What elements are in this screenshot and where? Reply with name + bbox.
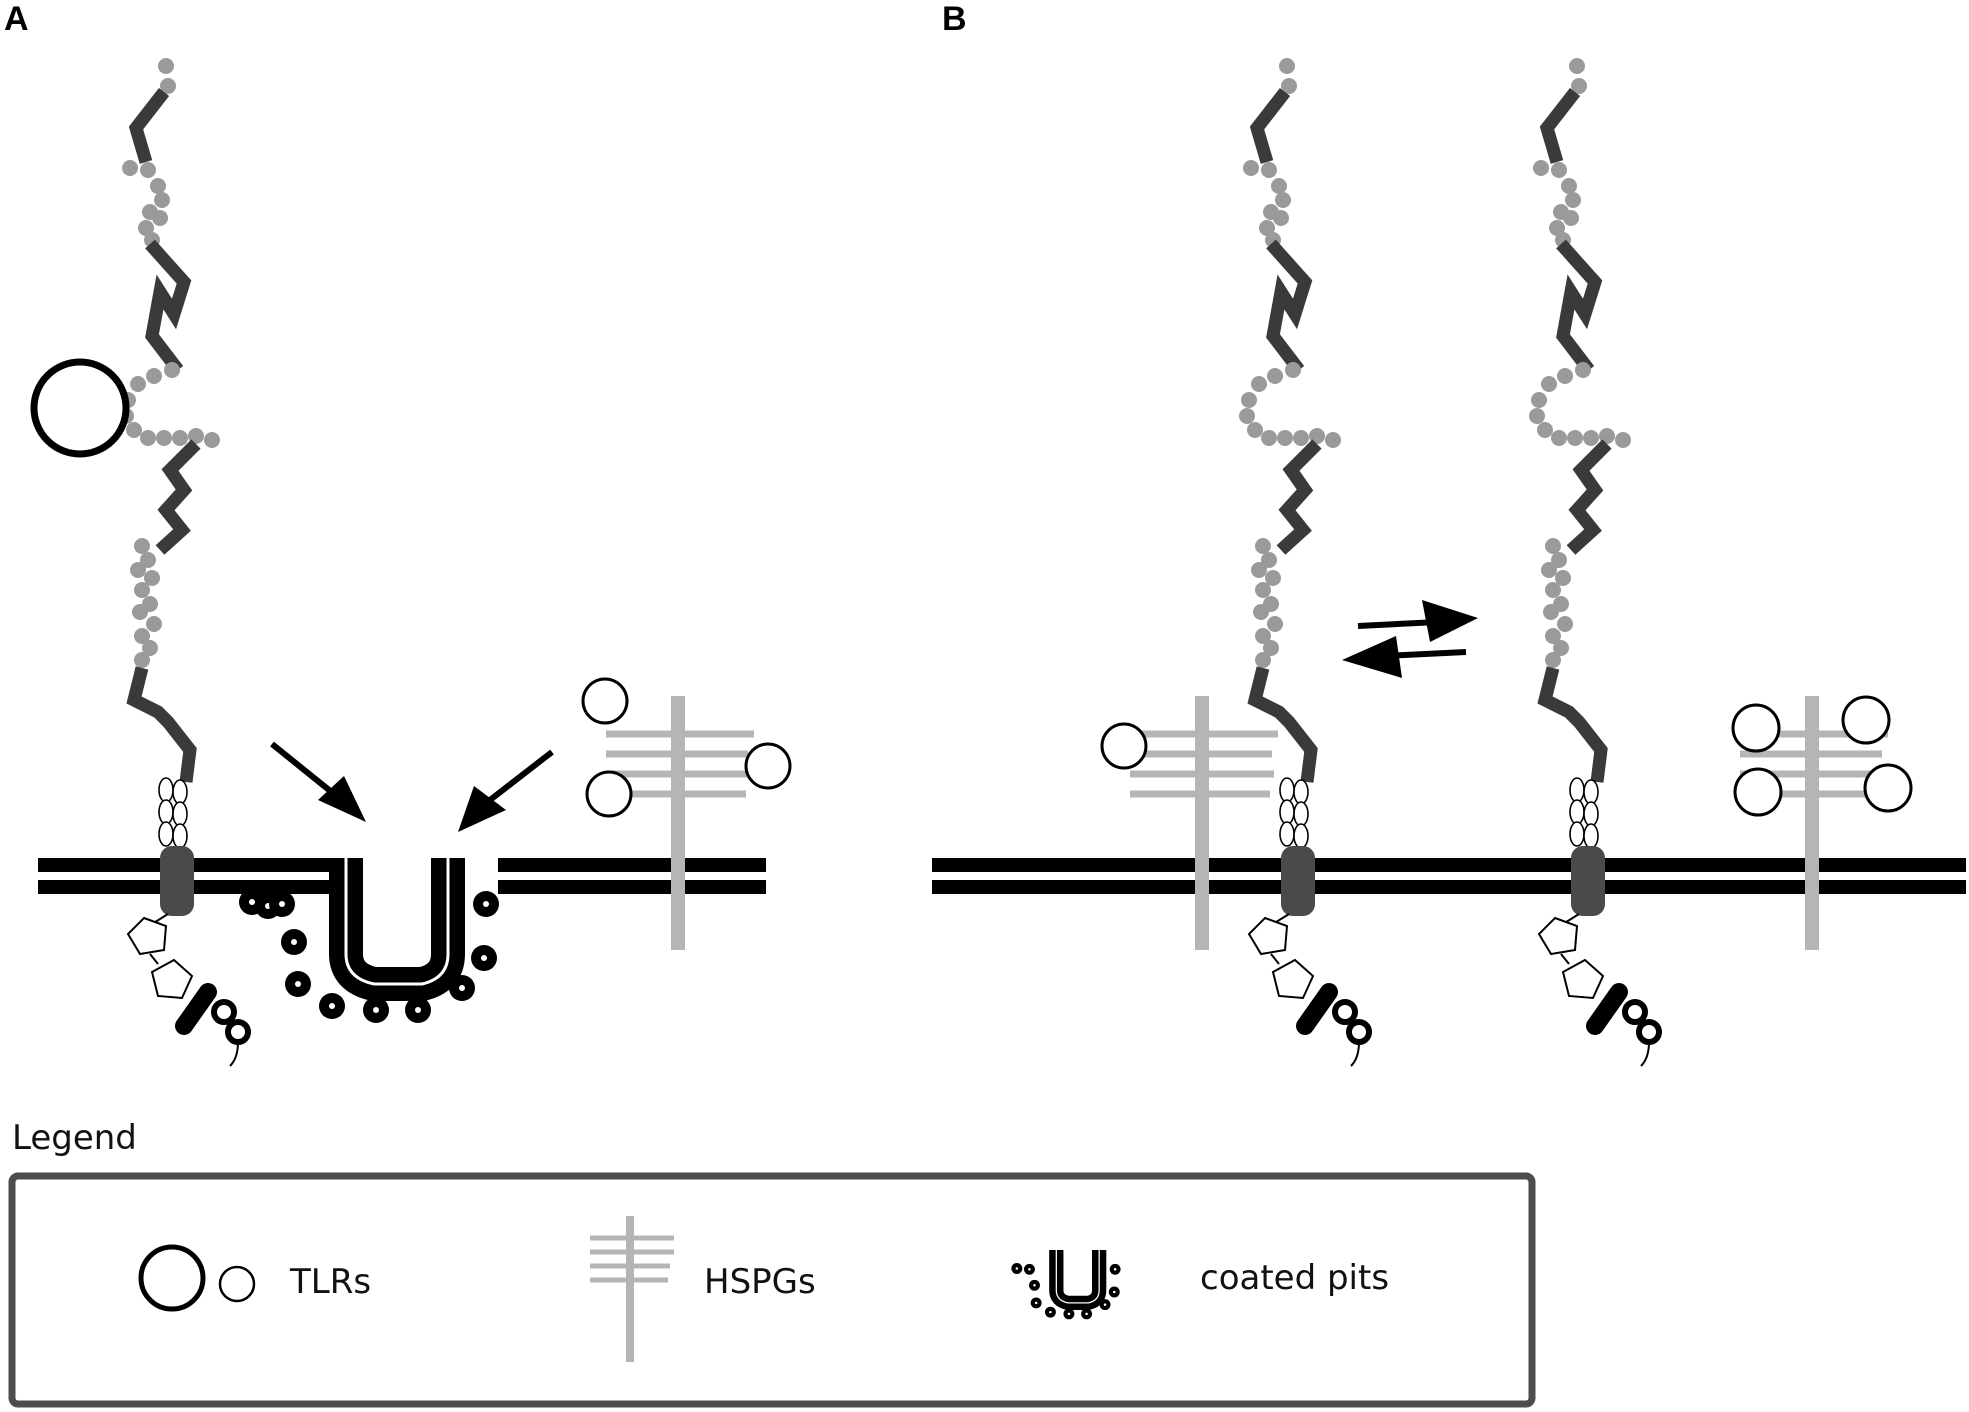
panel-a xyxy=(30,58,792,1066)
legend xyxy=(8,1172,1536,1408)
receptor-chain-b2 xyxy=(1529,58,1659,1066)
tlr-small-circle xyxy=(1733,767,1783,817)
tlr-small-circle xyxy=(744,742,792,790)
panel-b xyxy=(932,58,1966,1066)
receptor-chain-a xyxy=(118,58,248,1066)
legend-label-coated-pits: coated pits xyxy=(1200,1258,1390,1298)
panel-label-a: A xyxy=(4,0,29,38)
arrow-left-to-pit xyxy=(270,741,366,822)
membrane-b xyxy=(932,858,1966,872)
arrow-right-to-pit xyxy=(458,749,554,832)
legend-label-hspgs: HSPGs xyxy=(704,1262,816,1302)
hspg-icon xyxy=(590,1216,674,1362)
panel-label-b: B xyxy=(942,0,967,38)
tlr-small-circle xyxy=(585,770,633,818)
receptor-chain-b1 xyxy=(1239,58,1369,1066)
tlr-small-circle xyxy=(1863,763,1913,813)
tlr-small-circle xyxy=(1100,722,1148,770)
tlr-large-circle xyxy=(30,358,130,458)
legend-title: Legend xyxy=(12,1118,137,1158)
hspg-b-left xyxy=(1130,696,1278,950)
legend-label-tlrs: TLRs xyxy=(290,1262,372,1302)
hspg-a xyxy=(606,696,754,950)
legend-box xyxy=(8,1172,1536,1408)
tlr-small-circle xyxy=(581,677,629,725)
tlr-circles-icon xyxy=(138,1244,256,1312)
tlr-small-circle xyxy=(1731,703,1781,753)
membrane-a-right xyxy=(498,858,766,872)
equilibrium-arrows xyxy=(1342,600,1478,678)
tlr-small-circle xyxy=(1841,695,1891,745)
